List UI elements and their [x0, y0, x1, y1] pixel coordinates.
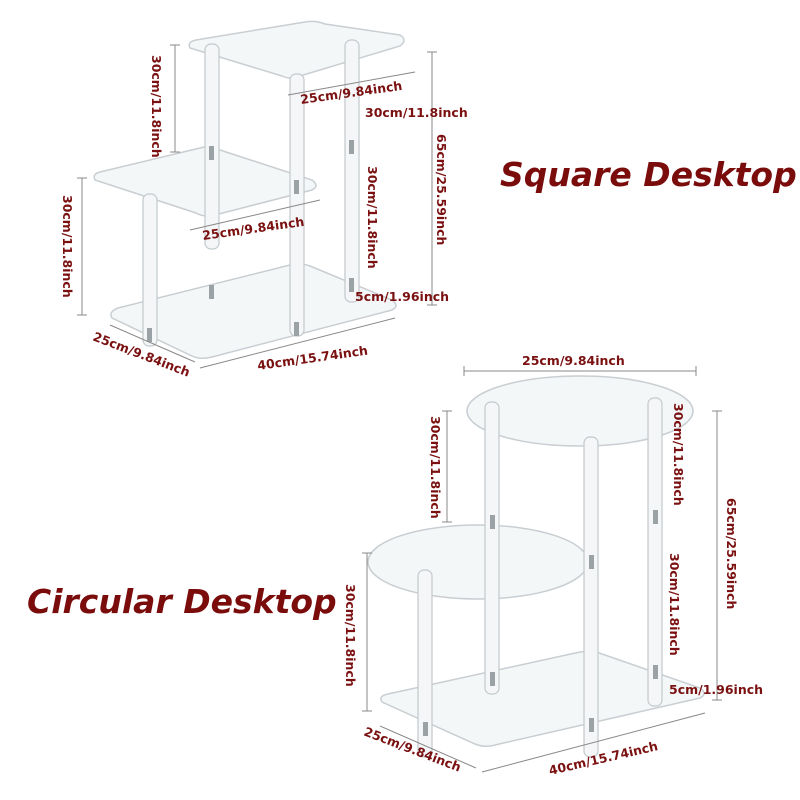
square-mid-height-right-label: 30cm/11.8inch [365, 166, 380, 269]
joint-icon [209, 285, 214, 299]
square-base-gap-label: 5cm/1.96inch [355, 289, 449, 304]
square-top-shelf [188, 20, 405, 79]
square-rod-back-right [344, 39, 360, 303]
circular-mid-height-left-label: 30cm/11.8inch [343, 584, 358, 687]
joint-icon [653, 510, 658, 524]
circular-rod-front-right [583, 436, 599, 758]
circular-mid-height-right-label: 30cm/11.8inch [667, 553, 682, 656]
joint-icon [490, 515, 495, 529]
circular-rod-front-left [417, 569, 433, 758]
circular-desktop-stand [367, 375, 705, 758]
square-desktop-stand [93, 20, 405, 360]
circular-dimension-lines [362, 366, 722, 773]
circular-total-height-label: 65cm/25.59inch [724, 498, 739, 609]
joint-icon [294, 322, 299, 336]
joint-icon [423, 722, 428, 736]
circular-top-height-left-label: 30cm/11.8inch [428, 416, 443, 519]
circular-top-height-right-label: 30cm/11.8inch [671, 403, 686, 506]
circular-top-shelf [466, 375, 694, 447]
square-mid-height-left-label: 30cm/11.8inch [60, 195, 75, 298]
joint-icon [653, 665, 658, 679]
joint-icon [209, 146, 214, 160]
square-desktop-title: Square Desktop [500, 155, 797, 194]
square-base-shelf [110, 262, 397, 360]
circular-top-diameter-label: 25cm/9.84inch [522, 353, 625, 368]
joint-icon [349, 278, 354, 292]
circular-middle-shelf [367, 524, 589, 600]
joint-icon [589, 718, 594, 732]
square-dimension-lines [77, 44, 437, 369]
square-rod-front-left [142, 193, 158, 347]
joint-icon [294, 180, 299, 194]
joint-icon [589, 555, 594, 569]
circular-base-gap-label: 5cm/1.96inch [669, 682, 763, 697]
square-top-depth-label: 30cm/11.8inch [365, 105, 468, 120]
circular-base-shelf [380, 650, 705, 748]
square-base-width-label: 40cm/15.74inch [256, 343, 368, 373]
square-top-height-label: 30cm/11.8inch [149, 55, 164, 158]
circular-rod-back-left [484, 401, 500, 695]
circular-desktop-title: Circular Desktop [27, 582, 337, 621]
circular-rod-back-right [647, 397, 663, 707]
joint-icon [490, 672, 495, 686]
circular-base-width-label: 40cm/15.74inch [547, 738, 659, 778]
square-total-height-label: 65cm/25.59inch [434, 134, 449, 245]
joint-icon [349, 140, 354, 154]
joint-icon [147, 328, 152, 342]
